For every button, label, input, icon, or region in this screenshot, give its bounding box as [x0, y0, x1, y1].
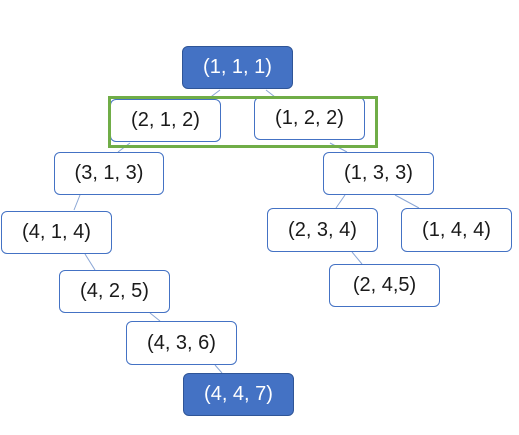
- tree-node-4-3-6: (4, 3, 6): [126, 321, 237, 365]
- tree-node-4-1-4: (4, 1, 4): [1, 211, 112, 254]
- edge: [394, 194, 420, 209]
- tree-node-4-2-5: (4, 2, 5): [59, 270, 170, 313]
- tree-node-1-1-1: (1, 1, 1): [182, 46, 293, 89]
- tree-node-2-1-2: (2, 1, 2): [110, 99, 221, 142]
- tree-node-1-4-4: (1, 4, 4): [401, 208, 512, 252]
- edge: [351, 251, 363, 265]
- tree-node-2-3-4: (2, 3, 4): [267, 208, 378, 252]
- tree-node-2-4-5: (2, 4,5): [329, 264, 440, 307]
- edge: [73, 194, 81, 211]
- edge: [149, 312, 161, 322]
- edge: [265, 89, 276, 98]
- tree-node-1-2-2: (1, 2, 2): [254, 97, 365, 140]
- edge: [84, 253, 96, 271]
- tree-node-4-4-7: (4, 4, 7): [183, 373, 294, 416]
- tree-node-3-1-3: (3, 1, 3): [54, 152, 164, 195]
- edge: [335, 194, 346, 209]
- edge: [214, 364, 223, 374]
- tree-node-1-3-3: (1, 3, 3): [323, 152, 434, 195]
- highlight-box: [108, 96, 378, 148]
